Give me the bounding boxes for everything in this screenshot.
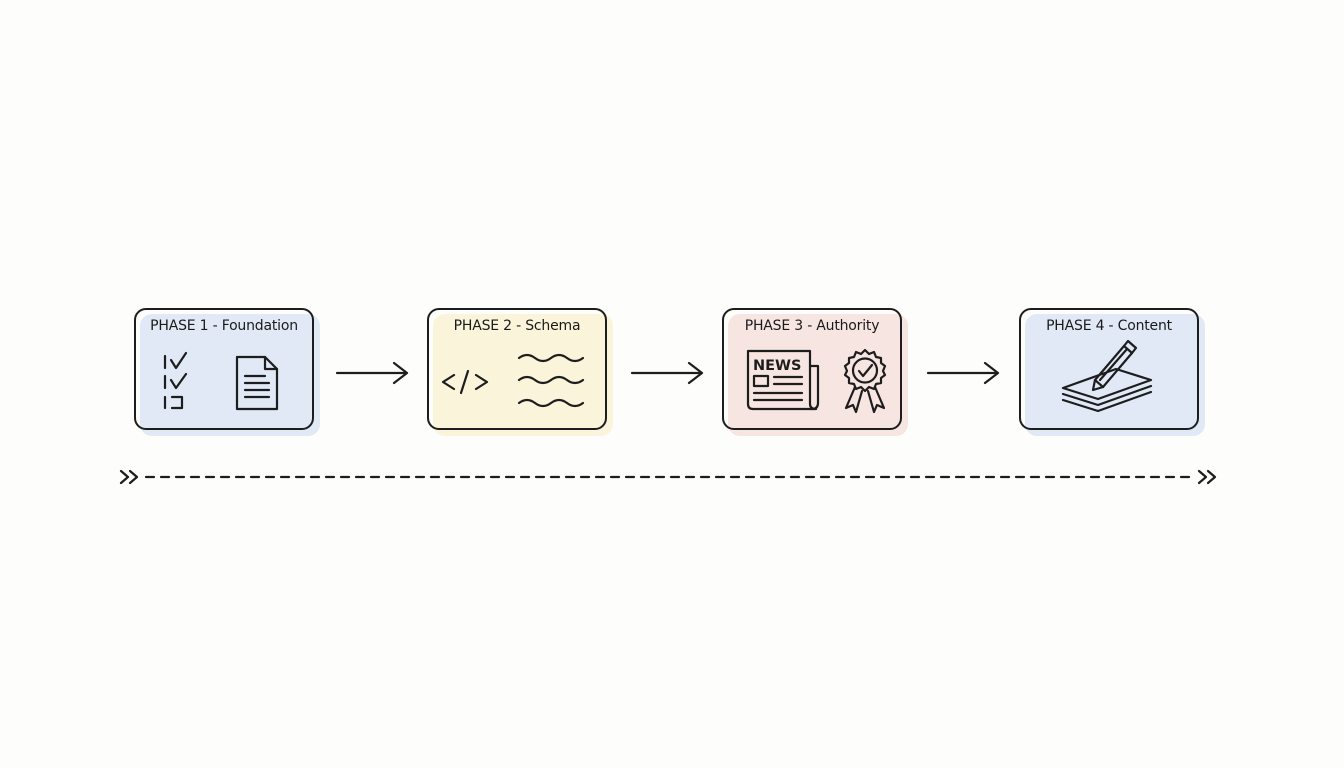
phase-1-tint bbox=[140, 314, 320, 436]
checklist-icon bbox=[163, 351, 188, 410]
phase-4-box: PHASE 4 - Content bbox=[1019, 308, 1205, 436]
timeline-dashed-arrow bbox=[119, 469, 1217, 485]
phase-4-label: PHASE 4 - Content bbox=[1046, 318, 1172, 334]
phase-2-label: PHASE 2 - Schema bbox=[453, 318, 581, 334]
award-badge-icon bbox=[843, 348, 887, 414]
phase-3-label: PHASE 3 - Authority bbox=[744, 318, 880, 334]
document-icon bbox=[235, 355, 279, 411]
code-icon bbox=[441, 369, 489, 395]
phase-3-frame bbox=[722, 308, 902, 430]
connector-arrow-2 bbox=[630, 361, 704, 385]
phase-4-tint bbox=[1025, 314, 1205, 436]
wavy-lines-icon bbox=[517, 353, 585, 408]
connector-arrow-1 bbox=[335, 361, 409, 385]
phase-1-box: PHASE 1 - Foundation bbox=[134, 308, 320, 436]
connector-arrow-3 bbox=[926, 361, 1000, 385]
phase-3-box: PHASE 3 - Authority NEWS bbox=[722, 308, 908, 436]
newspaper-icon: NEWS bbox=[746, 349, 820, 411]
phase-2-box: PHASE 2 - Schema bbox=[427, 308, 613, 436]
phase-4-frame bbox=[1019, 308, 1199, 430]
phase-1-label: PHASE 1 - Foundation bbox=[150, 318, 298, 334]
phase-1-frame bbox=[134, 308, 314, 430]
newspaper-text: NEWS bbox=[753, 358, 801, 374]
phase-2-tint bbox=[433, 314, 613, 436]
pencil-paper-stack-icon bbox=[1061, 339, 1153, 413]
phase-2-frame bbox=[427, 308, 607, 430]
